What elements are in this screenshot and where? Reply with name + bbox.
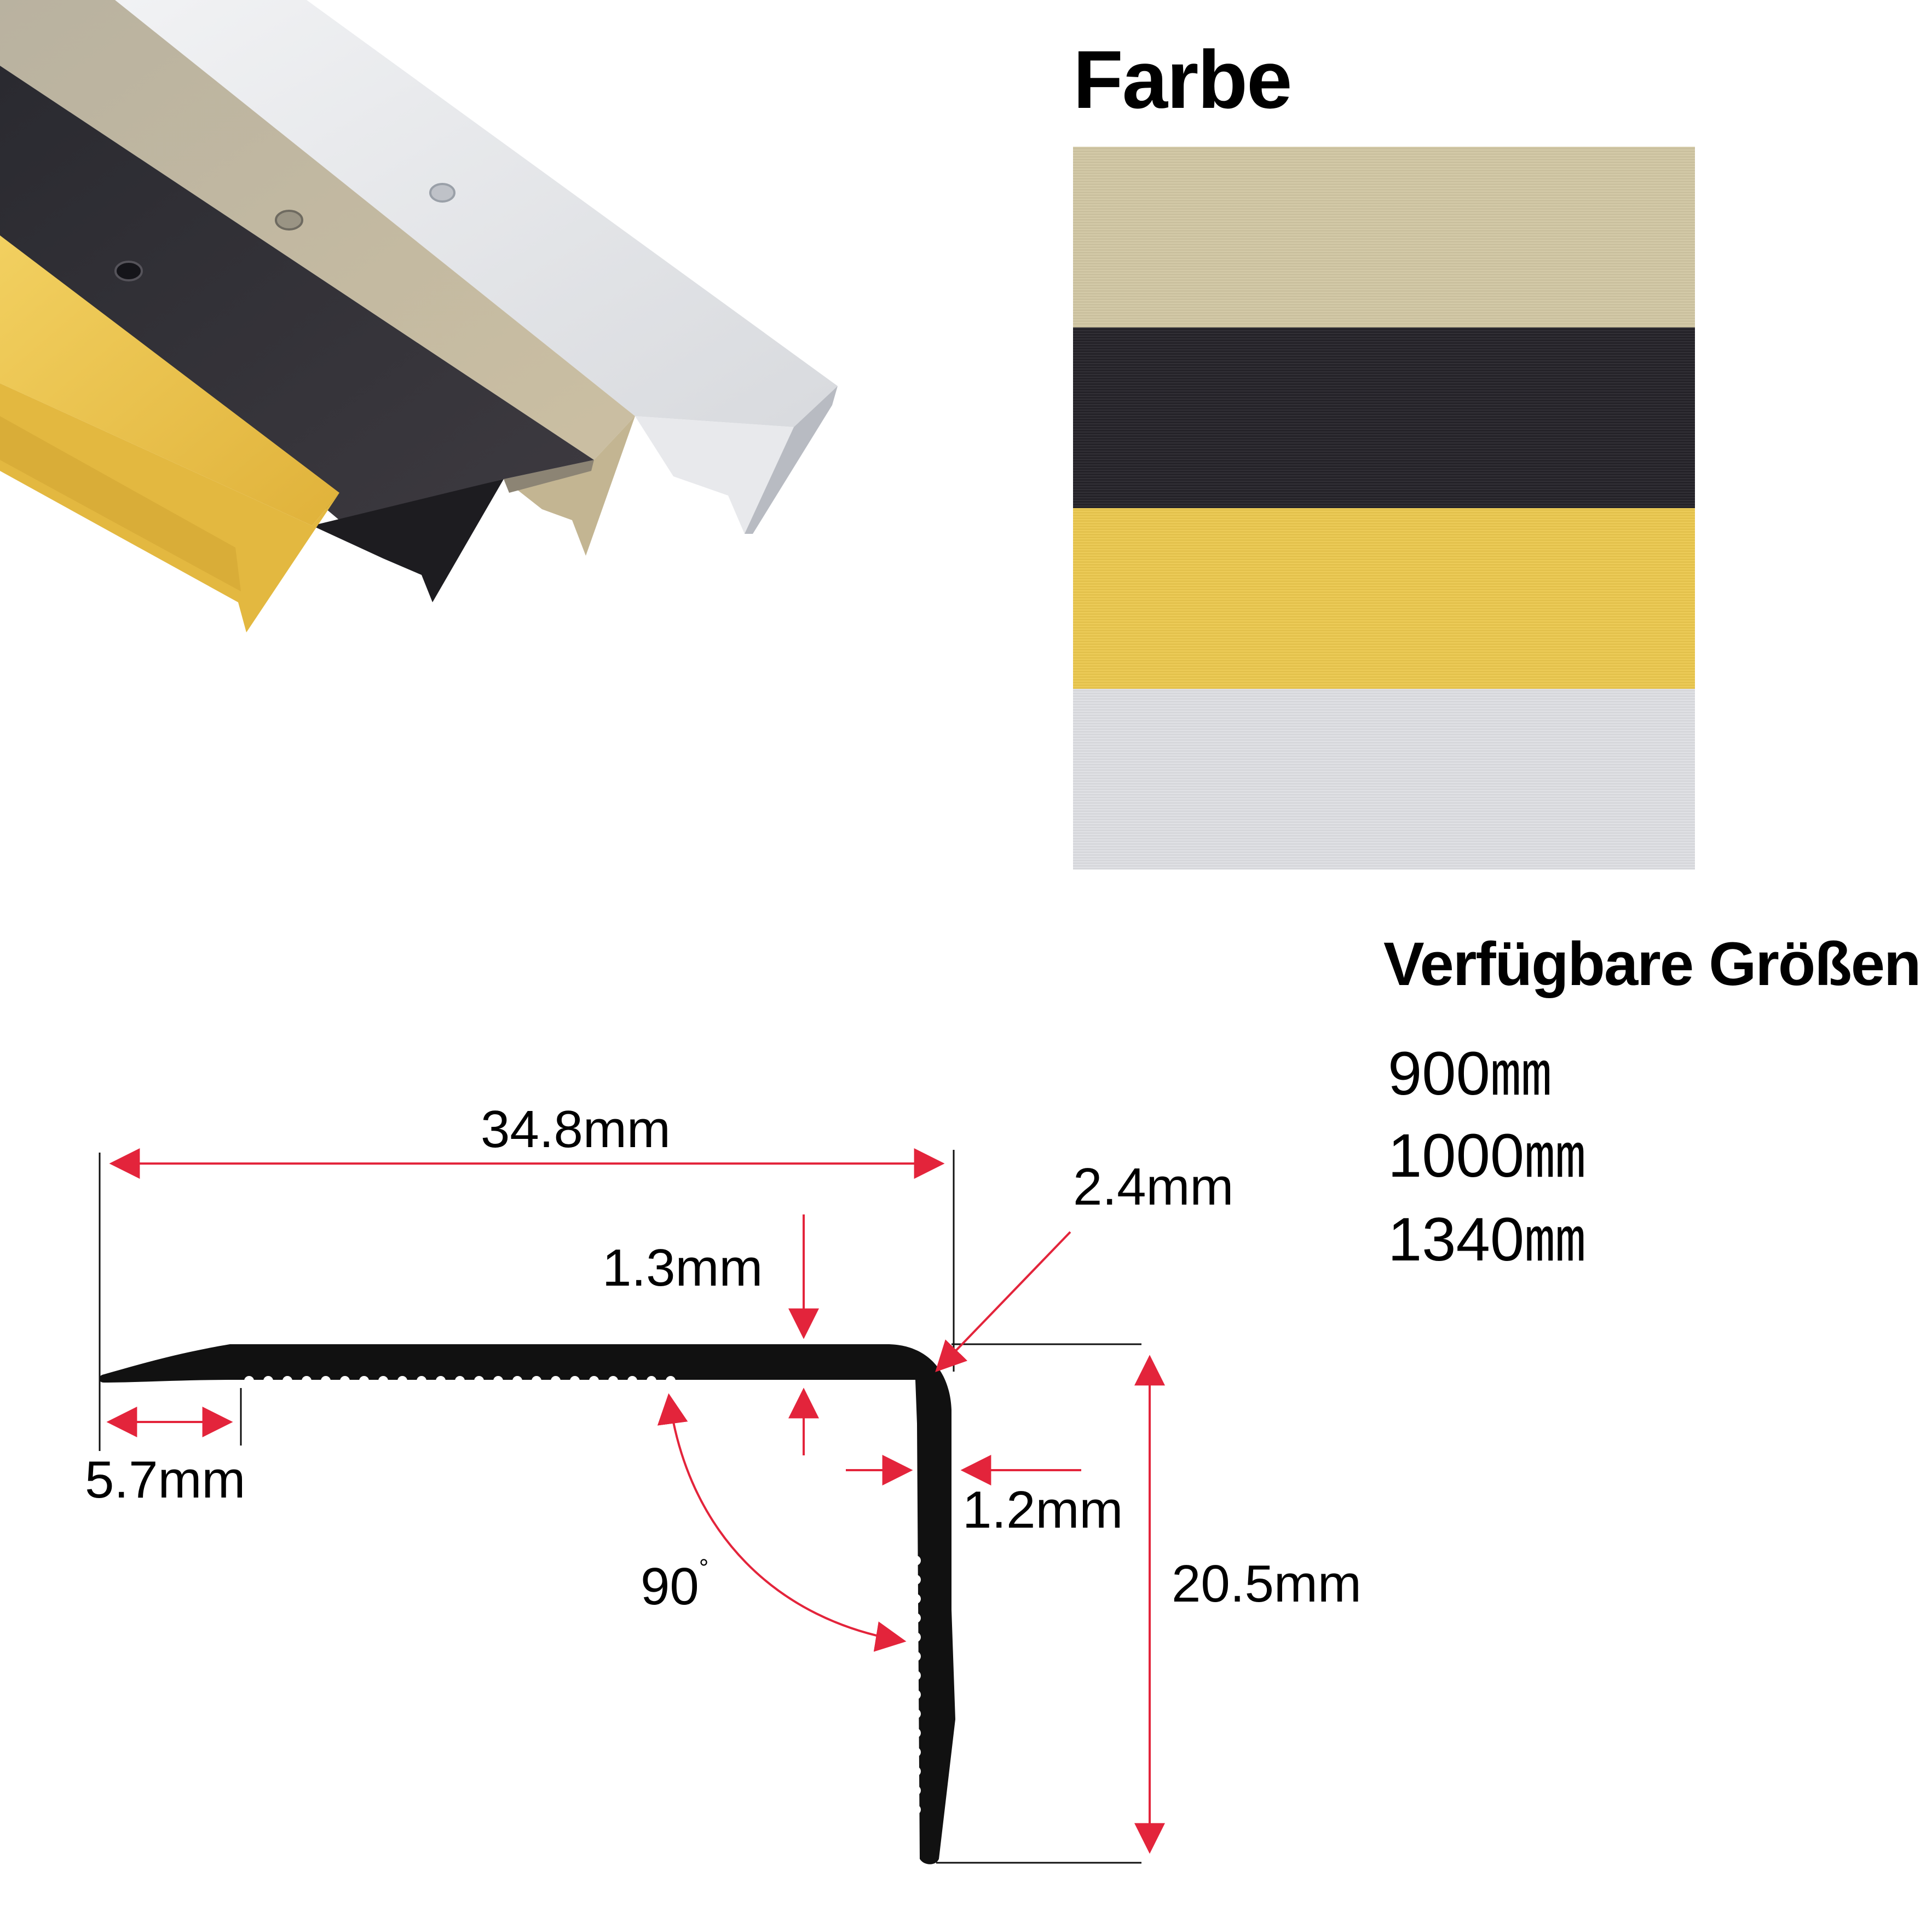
color-swatch-champagne[interactable]	[1073, 147, 1695, 327]
champagne-profile	[0, 0, 635, 556]
nose-dimension-label: 5.7mm	[85, 1450, 246, 1509]
radius-leader-line	[935, 1231, 1071, 1373]
color-swatch-gold[interactable]	[1073, 508, 1695, 689]
size-option: 1000㎜	[1388, 1121, 1586, 1190]
top-thickness-dimension-label: 1.3mm	[602, 1239, 763, 1297]
height-dimension-label: 20.5mm	[1172, 1554, 1362, 1613]
size-option: 1340㎜	[1388, 1205, 1586, 1274]
black-profile	[0, 66, 594, 602]
radius-dimension-label: 2.4mm	[1073, 1158, 1234, 1216]
angle-value: 90	[641, 1557, 699, 1616]
profile-top-serrations	[244, 1376, 676, 1386]
width-dimension-label: 34.8mm	[481, 1100, 671, 1159]
color-section-title: Farbe	[1073, 33, 1292, 125]
color-swatch-black[interactable]	[1073, 327, 1695, 508]
degree-symbol: °	[699, 1554, 709, 1581]
sizes-section-title: Verfügbare Größen	[1383, 930, 1921, 998]
color-swatch-silver[interactable]	[1073, 689, 1695, 870]
profile-shape	[99, 1344, 955, 1864]
angle-dimension-label: 90°	[641, 1556, 708, 1613]
gold-profile	[0, 235, 339, 632]
profile-wall-serrations	[911, 1556, 921, 1815]
size-option: 900㎜	[1388, 1039, 1552, 1108]
silver-profile	[115, 0, 838, 534]
product-photo	[0, 0, 838, 632]
wall-thickness-dimension-label: 1.2mm	[962, 1481, 1123, 1539]
